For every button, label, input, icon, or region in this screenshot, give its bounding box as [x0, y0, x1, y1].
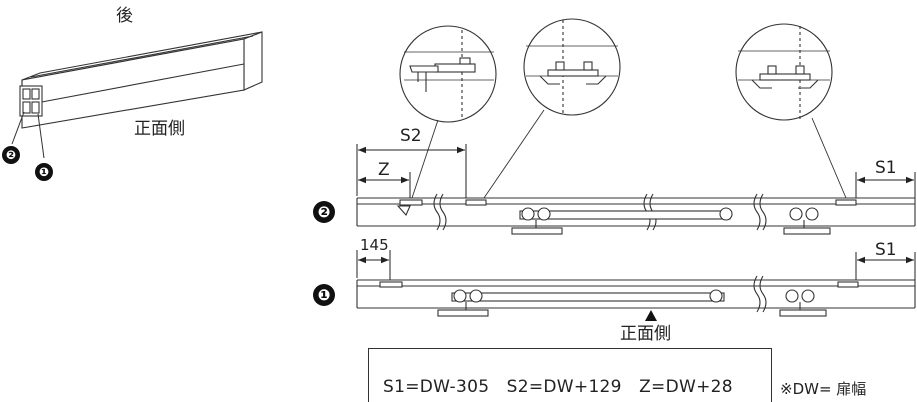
badge-2-row: ❷ — [313, 201, 335, 223]
dim-s1-row2-label: S1 — [875, 158, 897, 178]
dimension-lines — [356, 144, 916, 280]
front-arrow — [645, 310, 657, 321]
back-label: 後 — [116, 6, 133, 26]
badge-1-row: ❶ — [313, 284, 335, 306]
front-label-bottom: 正面側 — [620, 324, 671, 344]
badge-2-left: ❷ — [2, 146, 20, 164]
isometric-rail — [19, 31, 263, 129]
badge-1-left: ❶ — [35, 163, 53, 181]
dim-s1-row1-label: S1 — [875, 240, 897, 260]
detail-circle-left — [399, 25, 497, 123]
front-label-top: 正面側 — [134, 119, 185, 139]
formula-box: S1=DW-305 S2=DW+129 Z=DW+28 — [368, 348, 772, 402]
formula-text: S1=DW-305 S2=DW+129 Z=DW+28 — [383, 377, 733, 397]
detail-circle-right — [735, 23, 833, 121]
dim-145-label: 145 — [360, 236, 389, 254]
detail-circle-middle — [523, 18, 621, 116]
rail-2 — [356, 193, 916, 235]
dim-s2-label: S2 — [400, 126, 422, 146]
dim-z-label: Z — [378, 160, 390, 180]
rail-1 — [356, 275, 916, 317]
leader-lines — [411, 109, 847, 199]
footnote-dw: ※DW= 扉幅 — [780, 380, 867, 398]
